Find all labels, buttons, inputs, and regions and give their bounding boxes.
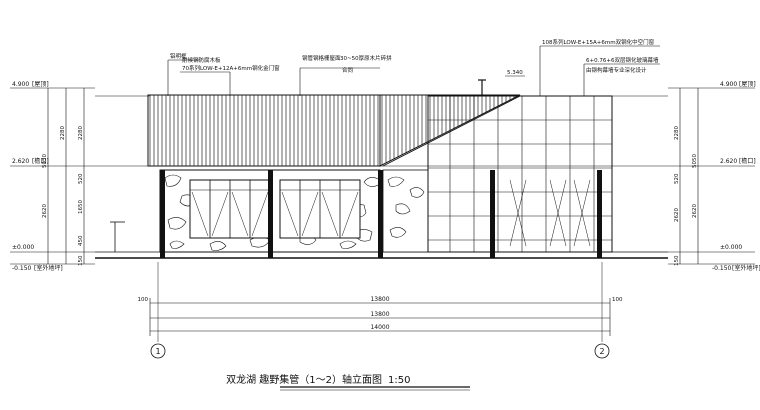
seg-right-total-1: 5050	[692, 154, 698, 168]
level-left-ground: -0.150	[12, 265, 32, 272]
level-left-floor: ±0.000	[12, 244, 34, 251]
dim-left-offset: 100	[138, 297, 149, 303]
callout-wood-chip: 30~50厚原木片碎拼	[340, 54, 392, 62]
stone-wall-center	[382, 169, 429, 253]
seg-left-4: 450	[78, 235, 84, 246]
level-left-eave: 2.620	[12, 158, 29, 165]
seg-right-1: 2280	[674, 126, 680, 140]
callout-roof-grille: 钢管钢格栅屋面	[302, 54, 341, 62]
dim-mid: 13800	[370, 311, 389, 318]
seg-left-total-1: 5050	[42, 154, 48, 168]
seg-right-total-2: 2620	[692, 204, 698, 218]
dim-bottom: 14000	[370, 324, 389, 331]
callout-door-spec: 108系列LOW-E+15A+6mm双钢化中空门窗	[542, 38, 655, 46]
callout-peak-level: 5.340	[507, 70, 523, 76]
callout-curtain-note: 由钢构幕墙专业深化设计	[586, 66, 647, 74]
callout-contract: 合同	[342, 66, 354, 74]
callout-window-spec: 70系列LOW-E+12A+6mm钢化金门窗	[182, 64, 280, 72]
level-right-ground: -0.150	[712, 265, 732, 272]
roof-band	[147, 94, 381, 167]
dimension-rows: 100 100 13800 13800 14000	[138, 296, 623, 336]
window-group-center	[279, 179, 361, 239]
level-right-eave: 2.620	[720, 158, 737, 165]
column-1	[160, 170, 165, 258]
callout-glass-curtain: 6+0.76+6双层钢化玻璃幕墙	[586, 56, 659, 64]
axis-label-1: 1	[155, 347, 160, 356]
level-right-roof: 4.900	[720, 81, 737, 88]
seg-left-total-2: 2620	[42, 204, 48, 218]
level-right-floor: ±0.000	[720, 244, 742, 251]
axis-label-2: 2	[599, 347, 604, 356]
level-left-roof: 4.900	[12, 81, 29, 88]
column-3	[378, 170, 383, 258]
level-right-eave-tag: [檐口]	[739, 157, 756, 165]
callout-aluminum-frame: 铝明框	[170, 52, 187, 60]
seg-left-1: 2280	[60, 126, 66, 140]
seg-right-3: 2620	[674, 208, 680, 222]
seg-left-3: 1650	[78, 200, 84, 214]
column-2	[268, 170, 273, 258]
dim-right-offset: 100	[612, 297, 623, 303]
seg-left-5: 150	[78, 255, 84, 266]
drawing-scale: 1:50	[388, 375, 410, 386]
axis-bubble-1	[150, 343, 166, 359]
level-left-ground-tag: [室外地坪]	[34, 264, 63, 272]
seg-right-4: 150	[674, 255, 680, 266]
drawing-title: 双龙湖 趣野集管（1～2）轴立面图	[226, 373, 382, 386]
level-right-ground-tag: [室外地坪]	[732, 264, 760, 272]
level-left-roof-tag: [屋顶]	[32, 81, 49, 88]
callouts: 铝明框 70系列LOW-E+12A+6mm钢化金门窗 耐候钢防腐木板 钢管钢格栅…	[167, 38, 660, 96]
window-group-left	[189, 179, 271, 239]
seg-right-2: 520	[674, 173, 680, 184]
level-left-eave-tag: [檐口]	[32, 157, 49, 165]
seg-left-2: 520	[78, 173, 84, 184]
seg-left-1b: 2280	[78, 126, 84, 140]
axis-bubble-2	[594, 343, 610, 359]
dim-top: 13800	[370, 296, 389, 303]
glass-curtain-wall	[382, 95, 613, 253]
level-marks-left: 4.900 [屋顶] 2.620 [檐口] ±0.000 -0.150 [室外地…	[10, 81, 95, 272]
column-5	[597, 170, 602, 258]
level-right-roof-tag: [屋顶]	[739, 81, 756, 88]
level-marks-right: 4.900 [屋顶] 2.620 [檐口] ±0.000 -0.150 [室外地…	[668, 81, 760, 272]
column-4	[490, 170, 495, 258]
callout-weathering-wood: 耐候钢防腐木板	[182, 56, 221, 64]
